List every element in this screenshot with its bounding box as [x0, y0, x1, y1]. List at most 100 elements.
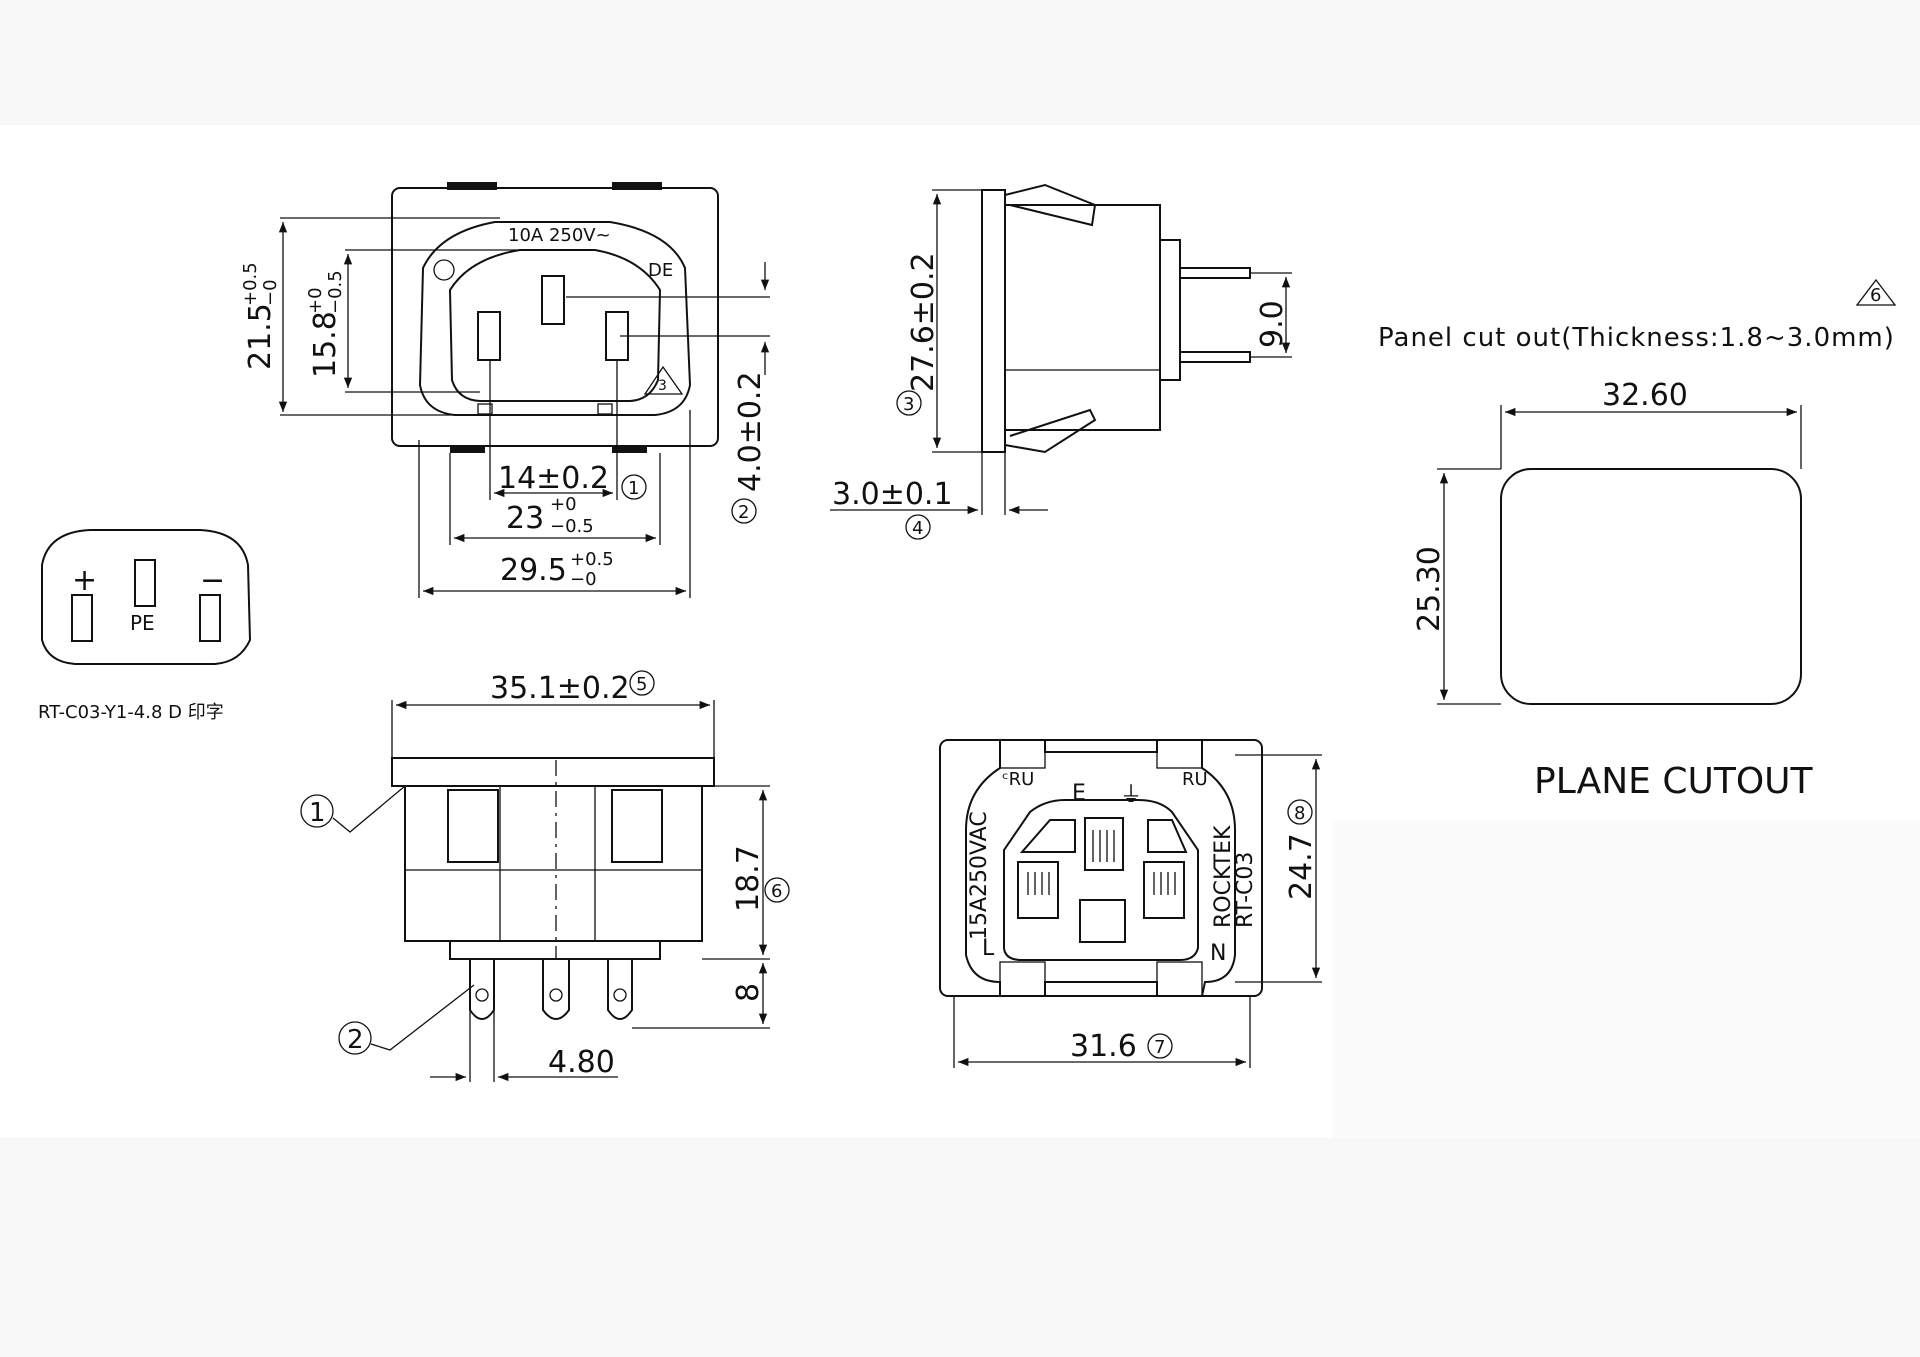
rear-frame [939, 739, 1263, 997]
panel-cutout-view: 6 Panel cut out(Thickness:1.8~3.0mm) 32.… [1378, 278, 1897, 802]
bottom-callout-1 [300, 794, 334, 828]
right-margin-band [1332, 820, 1920, 1138]
panel-marker-6-label: 6 [1870, 285, 1881, 306]
bottom-marker-6 [764, 877, 790, 903]
front-key-notch-left [477, 403, 493, 415]
front-view: 10A 250V~ DE 3 21.5 +0.5 −0 15.8 +0 −0.5 [240, 182, 770, 598]
panel-marker-6-triangle [1855, 278, 1897, 306]
rear-terminal-left [1017, 861, 1059, 919]
dim-side-thickness: 3.0±0.1 [832, 477, 953, 512]
dim-bottom-flange-width: 35.1±0.2 [490, 671, 630, 706]
front-pin-left [477, 311, 501, 361]
dim-front-height-outer-tol-upper: +0.5 [240, 262, 261, 306]
front-marker-1-label: 1 [628, 478, 639, 499]
legend-pe-label: PE [130, 611, 155, 635]
top-margin-band [0, 0, 1920, 125]
dim-front-height-outer: 21.5 [243, 303, 278, 370]
dim-bottom-body-height: 18.7 [731, 845, 766, 912]
ccc-mark-icon [433, 259, 455, 281]
dim-panel-height: 25.30 [1412, 546, 1447, 632]
ul-mark-right-icon: RU [1182, 769, 1208, 790]
bottom-callout-2-label: 2 [347, 1025, 364, 1055]
rear-brand-text: ROCKTEK [1211, 825, 1236, 928]
rear-clip-bottom-left [999, 961, 1046, 997]
dim-front-height-inner-tol-lower: −0.5 [325, 270, 346, 314]
rear-marker-7-label: 7 [1154, 1037, 1165, 1058]
legend-pin-minus [199, 594, 221, 642]
side-latch-bottom [1004, 408, 1097, 454]
dim-front-height-inner-tol-upper: +0 [305, 287, 326, 314]
bottom-margin-band [0, 1138, 1920, 1357]
dim-front-height-outer-tol-lower: −0 [260, 279, 281, 306]
rear-label-l: L [982, 936, 995, 961]
rear-marker-7 [1147, 1033, 1173, 1059]
bottom-body [404, 785, 703, 942]
front-bottom-tab-left [450, 445, 485, 453]
bottom-latch-left [447, 789, 499, 863]
dim-side-pin-length: 9.0 [1255, 300, 1290, 348]
rear-wedge-left [1019, 819, 1076, 853]
front-marker-1 [621, 474, 647, 500]
dim-rear-width: 31.6 [1070, 1029, 1137, 1064]
rear-clip-top-right [1156, 739, 1203, 769]
rear-label-e: E [1072, 781, 1086, 806]
rear-model-text: RT-C03 [1233, 852, 1258, 928]
rear-wedge-right [1147, 819, 1188, 853]
front-top-tab-left [447, 182, 497, 190]
dim-bottom-terminal-length: 8 [731, 983, 766, 1002]
dim-front-height-inner: 15.8 [308, 311, 343, 378]
side-body [1004, 204, 1161, 431]
front-marker-2 [731, 498, 757, 524]
side-latch-top [1004, 183, 1097, 227]
front-inner-socket-outline [448, 249, 662, 402]
dim-front-pin-offset: 4.0±0.2 [733, 371, 768, 492]
legend-plus-label: + [72, 563, 97, 598]
bottom-terminal-middle [542, 958, 570, 1020]
dim-panel-width: 32.60 [1602, 378, 1688, 413]
side-flange [981, 189, 1006, 453]
side-marker-4-label: 4 [912, 518, 923, 539]
side-marker-4 [905, 514, 931, 540]
dim-front-inner-width: 23 [506, 501, 544, 536]
rear-terminal-right [1143, 861, 1185, 919]
front-bottom-tab-right [612, 445, 647, 453]
bottom-marker-5-label: 5 [636, 674, 647, 695]
rear-rating-text: 15A250VAC [967, 811, 992, 940]
dim-front-inner-width-tol-lower: −0.5 [550, 516, 594, 537]
bottom-marker-6-label: 6 [771, 881, 782, 902]
pin-legend: + PE − RT-C03-Y1-4.8 D 印字 [38, 529, 252, 723]
dim-side-height: 27.6±0.2 [906, 252, 941, 392]
legend-pin-pe [134, 559, 156, 607]
dim-rear-height: 24.7 [1284, 833, 1319, 900]
ul-mark-left-icon: ᶜRU [1002, 769, 1034, 790]
dim-front-outer-width-tol-lower: −0 [570, 569, 597, 590]
rear-marker-8-label: 8 [1294, 803, 1305, 824]
rear-clip-bottom-right [1156, 961, 1203, 997]
ce-mark-icon: DE [648, 260, 673, 281]
side-terminal-top [1179, 267, 1251, 279]
bottom-flange [391, 757, 715, 787]
panel-cutout-title: Panel cut out(Thickness:1.8~3.0mm) [1378, 323, 1895, 353]
legend-pin-plus [71, 594, 93, 642]
front-triangle-marker-label: 3 [658, 378, 667, 394]
side-marker-3 [896, 390, 922, 416]
bottom-view: 35.1±0.2 5 18.7 6 8 4.80 1 2 [300, 670, 790, 1082]
legend-socket-outline [41, 529, 252, 665]
side-marker-3-label: 3 [903, 394, 914, 415]
earth-symbol-icon: ⏚ [1120, 783, 1142, 808]
front-marker-2-label: 2 [738, 502, 749, 523]
front-key-notch-right [597, 403, 613, 415]
side-view: 27.6±0.2 3 9.0 3.0±0.1 4 [830, 183, 1292, 540]
bottom-marker-5 [629, 670, 655, 696]
panel-cutout-shape [1500, 468, 1802, 705]
rear-label-n: N [1210, 941, 1226, 966]
front-top-tab-right [612, 182, 662, 190]
dim-bottom-terminal-pitch: 4.80 [548, 1045, 615, 1080]
rear-inner-outline [1003, 799, 1199, 961]
side-rear-block [1159, 239, 1181, 381]
front-outer-socket-outline [418, 221, 692, 416]
rear-marker-8 [1287, 799, 1313, 825]
panel-cutout-label: PLANE CUTOUT [1534, 761, 1814, 802]
rear-view: ᶜRU RU E ⏚ L N 15A250VAC ROCKTEK RT-C03 … [939, 739, 1322, 1068]
